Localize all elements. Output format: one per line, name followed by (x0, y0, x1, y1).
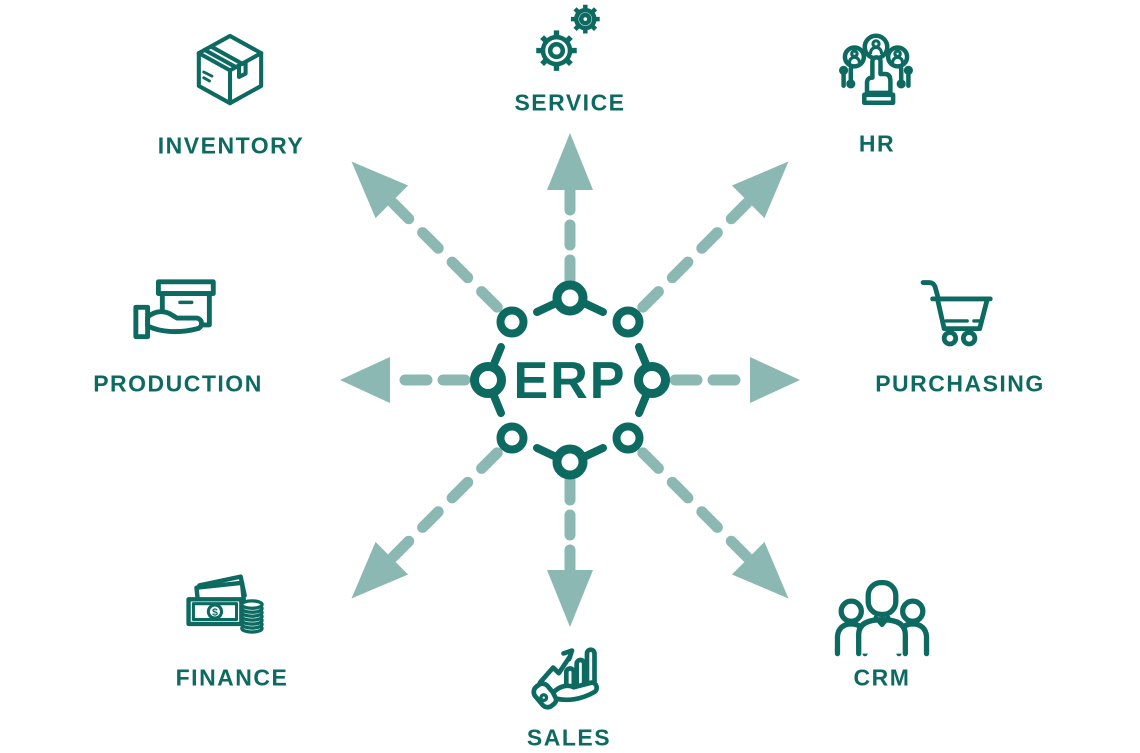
module-label-finance: FINANCE (175, 664, 289, 691)
arrow-inventory (351, 161, 503, 313)
arrow-purchasing (669, 357, 800, 403)
arrow-hr (637, 161, 789, 313)
cash-and-coins-icon: $ (178, 572, 266, 660)
module-label-inventory: INVENTORY (157, 132, 305, 159)
erp-hub-ring (470, 280, 670, 480)
customer-group-icon (829, 572, 935, 678)
arrow-crm (637, 447, 789, 599)
gears-icon (525, 0, 615, 83)
arrow-service (547, 133, 593, 286)
arrow-finance (351, 447, 503, 599)
shopping-cart-icon (900, 272, 996, 368)
arrow-production (340, 357, 471, 403)
hand-holding-box-icon (129, 272, 227, 370)
svg-text:$: $ (212, 607, 218, 619)
module-label-crm: CRM (853, 664, 911, 691)
module-label-sales: SALES (526, 724, 612, 751)
growth-chart-hand-icon (524, 629, 618, 723)
module-label-production: PRODUCTION (93, 370, 263, 397)
module-label-purchasing: PURCHASING (875, 370, 1045, 397)
candidate-select-icon (831, 29, 921, 119)
arrow-sales (547, 474, 593, 627)
erp-hub-label: ERP (513, 352, 627, 410)
package-box-icon (189, 31, 271, 113)
module-label-service: SERVICE (514, 89, 626, 116)
module-label-hr: HR (858, 130, 896, 157)
